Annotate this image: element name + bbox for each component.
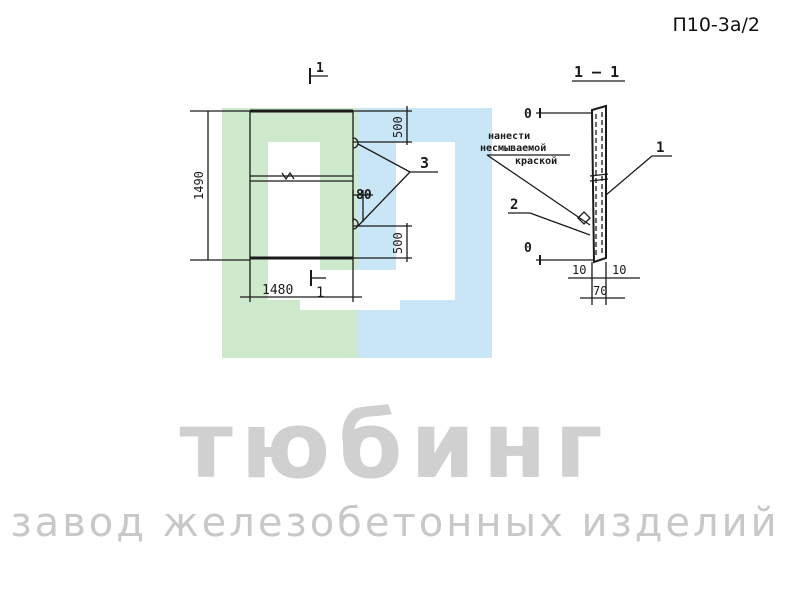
note-leader xyxy=(486,154,591,226)
section-mark-bottom-label: 1 xyxy=(316,285,324,301)
mark-callout-leader xyxy=(529,212,591,236)
lifting-loop-upper xyxy=(352,137,359,149)
section-panel-outline xyxy=(590,104,607,264)
front-view xyxy=(190,68,438,302)
height-dim-label: 1490 xyxy=(192,171,206,200)
lower-offset-label: 500 xyxy=(391,232,405,254)
watermark-logo-mark xyxy=(222,108,492,358)
section-title: 1 – 1 xyxy=(574,63,619,81)
watermark-blue-block xyxy=(358,108,492,358)
right-thickness-label: 10 xyxy=(612,263,626,277)
callout-3-label: 3 xyxy=(420,154,429,172)
section-view xyxy=(486,80,672,305)
width-dim-label: 1480 xyxy=(262,283,293,298)
section-break-1 xyxy=(589,173,609,177)
total-thickness-label: 70 xyxy=(593,284,607,298)
level-bottom-label: 0 xyxy=(524,241,532,256)
mark-diamond xyxy=(577,211,591,225)
panel-callout-label: 1 xyxy=(656,140,664,156)
drawing-code: П10-3а/2 xyxy=(672,14,760,36)
mark-callout-label: 2 xyxy=(510,197,518,213)
break-symbol xyxy=(281,171,295,181)
note-line-1: нанести xyxy=(488,131,530,142)
lifting-loop-lower xyxy=(352,218,359,230)
note-line-2: несмываемой xyxy=(480,142,546,154)
watermark-white-gap xyxy=(300,270,400,310)
section-break-2 xyxy=(589,178,609,182)
callout-leader-a xyxy=(357,143,411,173)
upper-offset-label: 500 xyxy=(391,116,405,138)
left-thickness-label: 10 xyxy=(572,263,586,277)
panel-callout-leader xyxy=(605,155,653,196)
watermark-subtitle: завод железобетонных изделий xyxy=(10,500,780,546)
callout-leader-b xyxy=(357,171,411,227)
level-top-label: 0 xyxy=(524,107,532,122)
section-mark-top-label: 1 xyxy=(316,61,324,76)
gap-dim-label: 80 xyxy=(356,188,372,203)
watermark-title: тюбинг xyxy=(179,392,611,499)
note-line-3: краской xyxy=(515,155,557,167)
watermark-green-block xyxy=(222,108,358,358)
